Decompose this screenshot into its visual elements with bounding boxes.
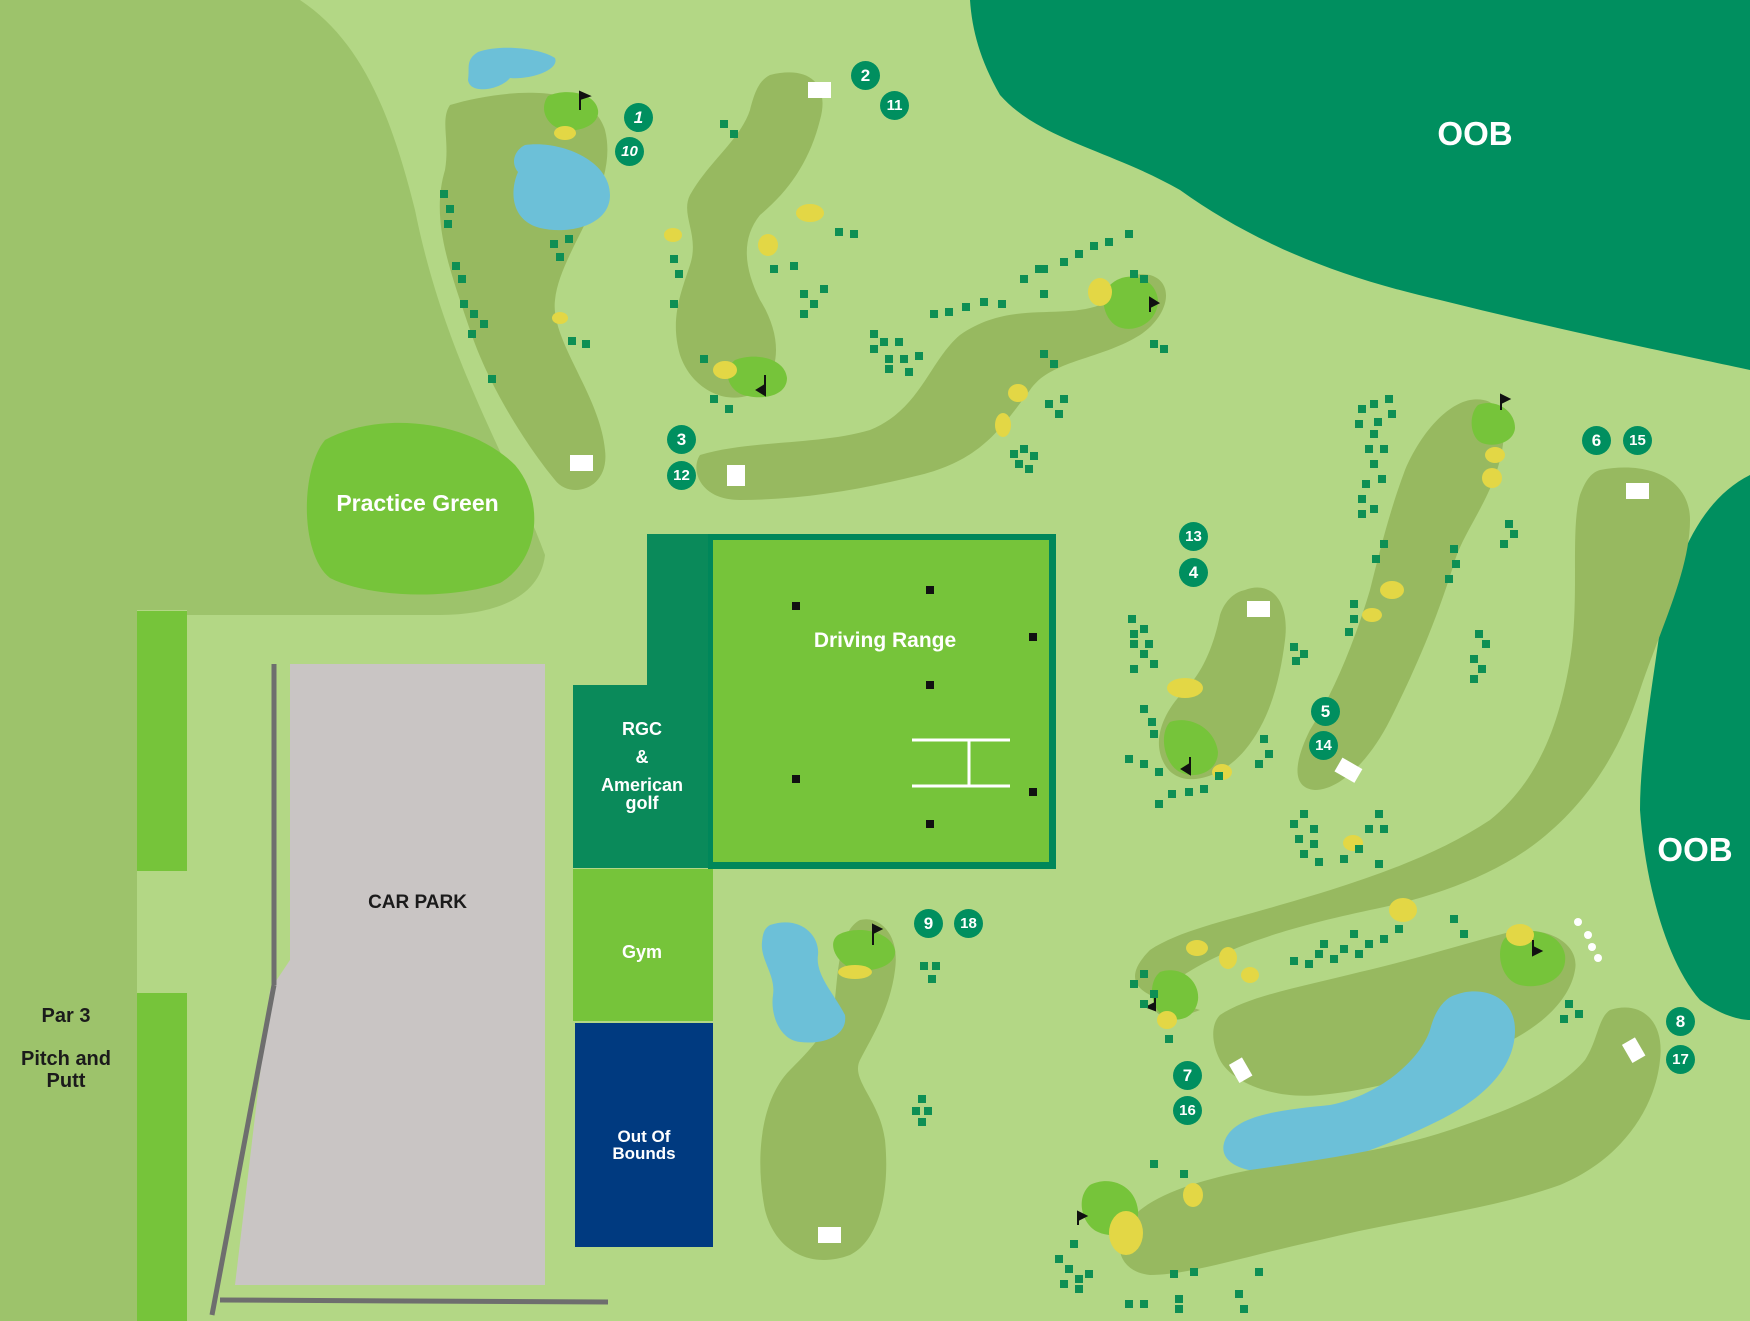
hole-marker-11[interactable]: 11 — [880, 91, 909, 120]
hole-2-green — [727, 356, 787, 398]
range-markers — [792, 586, 1037, 828]
hole-6-green — [1151, 970, 1199, 1020]
rgc-american-golf-label[interactable]: RGC & American golf — [583, 718, 701, 812]
hole-9-green — [833, 930, 896, 971]
hole-marker-10[interactable]: 10 — [615, 137, 644, 166]
hole-marker-5[interactable]: 5 — [1311, 697, 1340, 726]
hole-4-green — [1163, 720, 1218, 776]
hole-7-fairway — [1213, 930, 1576, 1096]
hole-marker-6[interactable]: 6 — [1582, 426, 1611, 455]
pond-1a — [468, 47, 556, 90]
tree-icon — [440, 120, 1583, 1313]
out-of-bounds-line1: Out Of — [617, 1127, 671, 1146]
car-park-road — [209, 664, 609, 1316]
oob-label-top: OOB — [1437, 115, 1513, 152]
oob-label-right: OOB — [1657, 831, 1733, 868]
par3-label-line3: Putt — [46, 1070, 86, 1092]
hole-marker-17[interactable]: 17 — [1666, 1045, 1695, 1074]
hole-3-green — [1103, 276, 1158, 329]
car-park — [235, 664, 545, 1285]
out-of-bounds-box — [575, 1023, 713, 1247]
hole-marker-3[interactable]: 3 — [667, 425, 696, 454]
hole-marker-18[interactable]: 18 — [954, 909, 983, 938]
hole-5-green — [1471, 402, 1515, 445]
practice-green-label[interactable]: Practice Green — [336, 490, 499, 516]
lake-7 — [1223, 991, 1515, 1173]
rgc-label-line4: golf — [625, 793, 659, 813]
hole-marker-4[interactable]: 4 — [1179, 558, 1208, 587]
par3-label-line2: Pitch and — [20, 1048, 111, 1070]
flag-icon — [579, 90, 1544, 1225]
bunker-icon — [552, 126, 1534, 1255]
tee-marker-icon — [570, 82, 1649, 1243]
hole-marker-8[interactable]: 8 — [1666, 1007, 1695, 1036]
pond-1b — [513, 144, 610, 231]
rgc-label-line3: American — [600, 775, 684, 795]
stake-markers — [1574, 918, 1602, 962]
hole-2-fairway — [675, 72, 823, 398]
rgc-label-line2: & — [635, 747, 649, 767]
hole-9-fairway — [760, 919, 896, 1260]
par3-strip-top — [137, 611, 187, 871]
oob-top-area — [970, 0, 1750, 370]
hole-marker-9[interactable]: 9 — [914, 909, 943, 938]
par3-area — [0, 608, 137, 1321]
hole-8-fairway — [1119, 1007, 1661, 1275]
pond-9 — [761, 922, 846, 1043]
practice-green — [306, 422, 535, 595]
hole-marker-7[interactable]: 7 — [1173, 1061, 1202, 1090]
hole-marker-2[interactable]: 2 — [851, 61, 880, 90]
gym-label[interactable]: Gym — [621, 942, 663, 962]
driving-range-label[interactable]: Driving Range — [813, 629, 957, 652]
hole-marker-13[interactable]: 13 — [1179, 522, 1208, 551]
range-target-lines — [912, 738, 1010, 788]
hole-3-fairway — [696, 274, 1167, 500]
rgc-building — [647, 534, 714, 687]
hole-6-fairway — [1135, 467, 1690, 1017]
hole-marker-12[interactable]: 12 — [667, 461, 696, 490]
out-of-bounds-line2: Bounds — [612, 1144, 676, 1163]
par3-label-line1: Par 3 — [41, 1005, 91, 1027]
gym-building — [573, 869, 713, 1021]
hole-1-green — [544, 92, 599, 131]
out-of-bounds-label[interactable]: Out Of Bounds — [585, 1128, 703, 1162]
car-park-label[interactable]: CAR PARK — [368, 892, 467, 913]
par3-pitch-and-putt-label[interactable]: Par 3 Pitch and Putt — [0, 1005, 132, 1092]
rgc-label-line1: RGC — [622, 719, 662, 739]
hole-marker-1[interactable]: 1 — [624, 103, 653, 132]
par3-strip-bottom — [137, 993, 187, 1321]
hole-marker-16[interactable]: 16 — [1173, 1096, 1202, 1125]
hole-marker-14[interactable]: 14 — [1309, 731, 1338, 760]
hole-marker-15[interactable]: 15 — [1623, 426, 1652, 455]
